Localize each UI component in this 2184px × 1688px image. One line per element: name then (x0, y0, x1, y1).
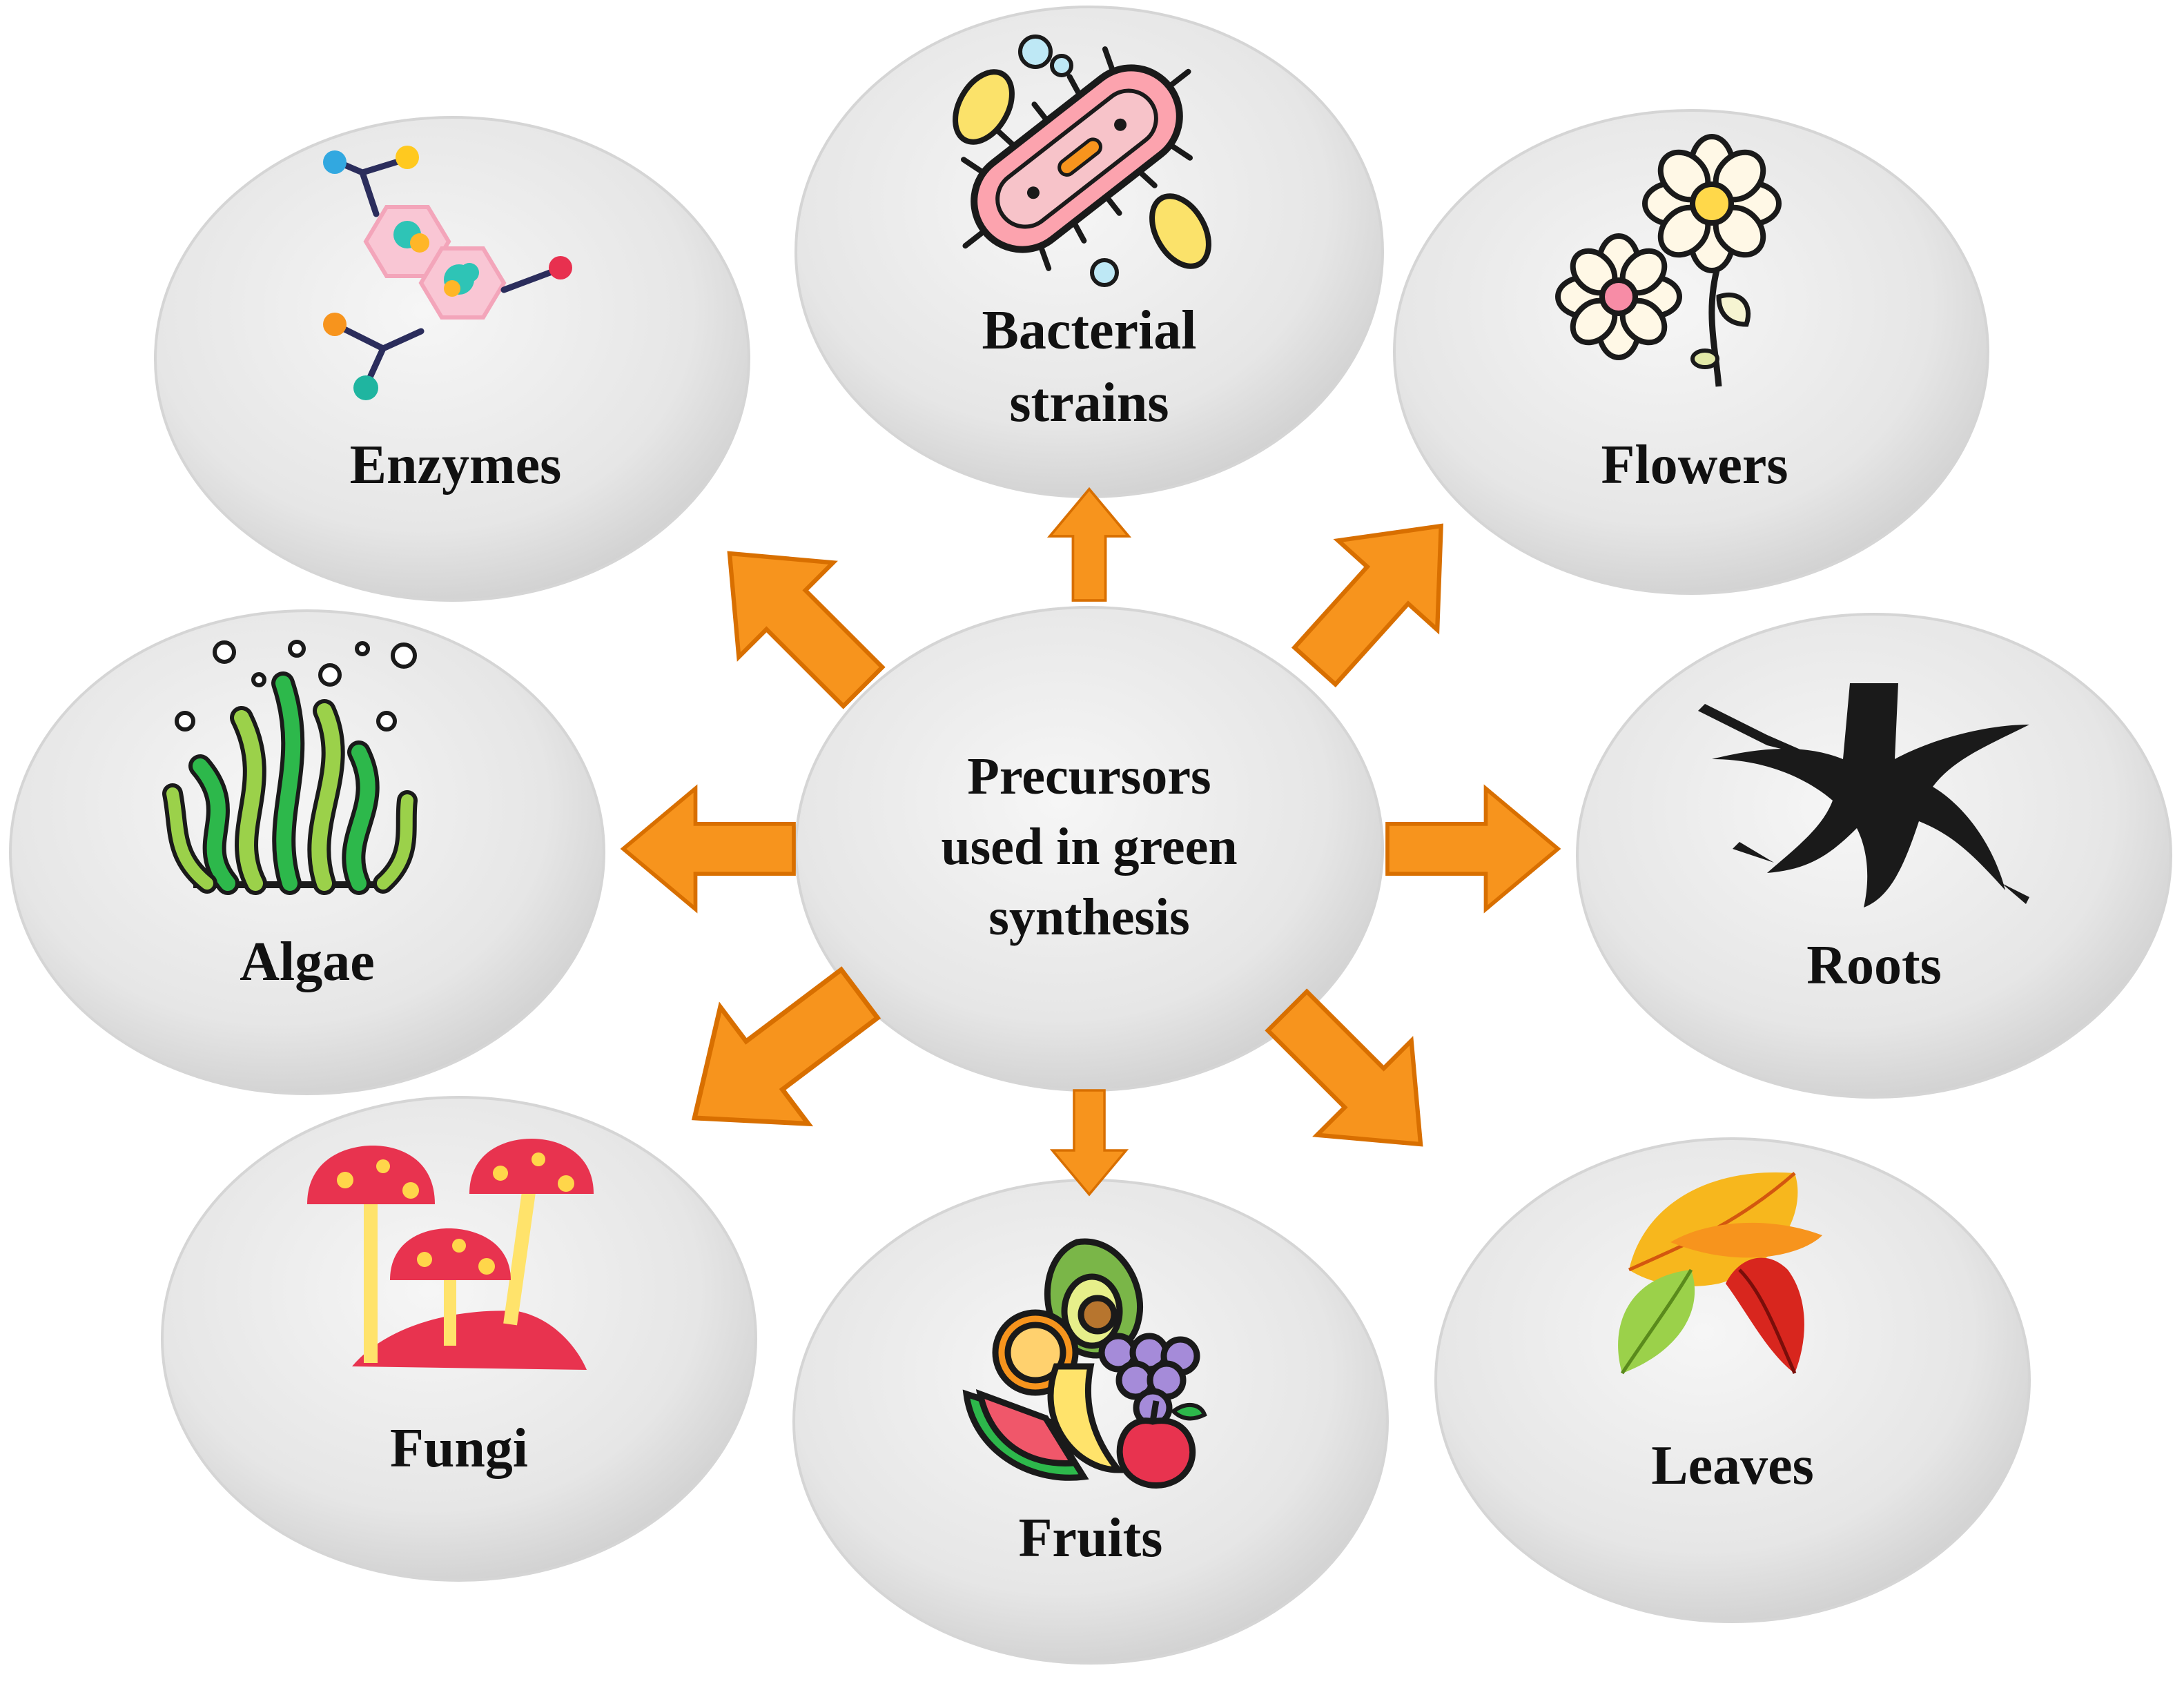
arrow-to-flowers (1265, 481, 1490, 710)
fruit-basket-icon (962, 1238, 1207, 1489)
node-leaves (1434, 1137, 2031, 1623)
node-algae (9, 609, 605, 1095)
bacterial-label-line-2: strains (1009, 373, 1169, 433)
node-flowers (1393, 109, 1989, 595)
node-enzymes (154, 116, 750, 602)
leaves-label: Leaves (1651, 1435, 1814, 1496)
center-label-line-3: synthesis (988, 888, 1189, 946)
enzymes-label: Enzymes (350, 435, 562, 495)
enzyme-molecule-icon (323, 146, 572, 400)
flower-icon (1555, 134, 1782, 387)
mushroom-icon (307, 1139, 594, 1370)
autumn-leaves-icon (1618, 1172, 1822, 1375)
arrow-to-fruits (1051, 1089, 1128, 1196)
seaweed-icon (162, 640, 418, 895)
center-label-line-1: Precursors (967, 747, 1211, 805)
center-label-line-2: used in green (941, 818, 1237, 876)
algae-label: Algae (240, 932, 375, 992)
bacteria-icon (960, 46, 1193, 271)
root-icon (1698, 683, 2029, 907)
roots-label: Roots (1806, 935, 1942, 996)
arrow-to-roots (1387, 789, 1558, 910)
arrow-to-algae (623, 789, 794, 910)
bacterial-label-line-1: Bacterial (982, 300, 1197, 361)
flowers-label: Flowers (1601, 435, 1788, 495)
fruits-label: Fruits (1019, 1508, 1163, 1569)
arrow-to-bacterial (1049, 487, 1130, 602)
bacteria-small-cells (953, 35, 1211, 287)
fungi-label: Fungi (390, 1418, 528, 1479)
